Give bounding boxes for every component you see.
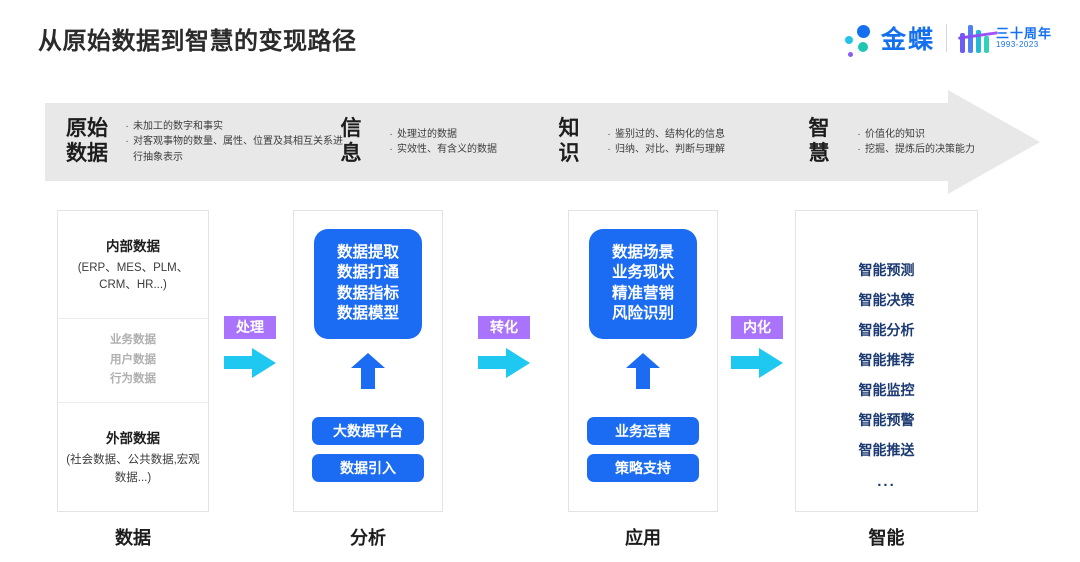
banner-body	[45, 103, 948, 181]
list-item: 行为数据	[110, 373, 156, 386]
connector-label: 转化	[478, 316, 530, 339]
list-item: 业务数据	[110, 333, 156, 346]
segment-title: 智 慧	[808, 117, 830, 165]
list-item: 智能推荐	[858, 352, 915, 368]
right-arrow-icon	[731, 348, 787, 378]
brand-name: 金蝶	[880, 26, 935, 54]
external-data-subtitle: (社会数据、公共数据,宏观数据...)	[66, 454, 200, 484]
box-line: 业务现状	[611, 264, 674, 282]
bullet-marker: ·	[389, 128, 393, 140]
kingdee-dots-icon	[843, 22, 877, 57]
connector-label: 内化	[731, 316, 783, 339]
box-line: 数据模型	[336, 305, 399, 323]
list-item: 智能推送	[858, 442, 915, 458]
banner-arrowhead-icon	[948, 90, 1040, 194]
list-item: 智能分析	[858, 322, 915, 338]
internal-data-title: 内部数据	[106, 238, 160, 254]
up-arrow-icon	[349, 352, 387, 389]
box-line: 数据场景	[611, 244, 674, 261]
bullet-marker: ·	[125, 120, 129, 132]
analysis-pill-platform[interactable]: 大数据平台	[312, 416, 424, 445]
segment-bullet: 未加工的数字和事实	[133, 120, 223, 132]
brand-logo: 金蝶 三十周年 1993-2023	[843, 20, 1052, 57]
card-intelligence: 智能预测 智能决策 智能分析 智能推荐 智能监控 智能预警 智能推送 ...	[795, 210, 978, 512]
anniversary-badge: 三十周年 1993-2023	[957, 23, 1052, 53]
connector-processing: 处理	[224, 316, 284, 378]
bottom-label-analysis: 分析	[350, 528, 386, 548]
box-line: 数据打通	[336, 264, 399, 282]
brand-divider	[945, 24, 947, 52]
card-data-middle-section: 业务数据 用户数据 行为数据	[58, 319, 208, 403]
segment-bullet: 价值化的知识	[865, 128, 925, 140]
connector-transformation: 转化	[478, 316, 538, 378]
right-arrow-icon	[478, 348, 534, 378]
segment-bullet: 实效性、有含义的数据	[397, 144, 497, 155]
segment-bullet: 归纳、对比、判断与理解	[615, 144, 725, 155]
bottom-label-intelligence: 智能	[868, 528, 905, 548]
segment-bullet: 鉴别过的、结构化的信息	[615, 128, 725, 140]
banner-segment-raw-data: 原始 数据 · 未加工的数字和事实 · 对客观事物的数量、属性、位置及其相互关系…	[63, 103, 348, 181]
box-line: 风险识别	[611, 305, 674, 323]
card-analysis: 数据提取 数据打通 数据指标 数据模型 大数据平台 数据引入	[293, 210, 443, 512]
application-main-box: 数据场景 业务现状 精准营销 风险识别	[589, 229, 697, 339]
connector-label: 处理	[224, 316, 276, 339]
connector-internalization: 内化	[731, 316, 791, 378]
segment-bullet: 处理过的数据	[397, 128, 457, 140]
segment-title: 信 息	[340, 117, 362, 165]
analysis-main-box: 数据提取 数据打通 数据指标 数据模型	[314, 229, 422, 339]
card-data-internal-section: 内部数据 (ERP、MES、PLM、CRM、HR...)	[58, 211, 208, 319]
list-item: 智能监控	[858, 382, 915, 398]
bullet-marker: ·	[125, 136, 129, 148]
list-item: 智能决策	[858, 292, 915, 308]
list-item: 智能预警	[858, 412, 915, 428]
anniversary-title: 三十周年	[995, 25, 1052, 41]
banner-segment-information: 信 息 · 处理过的数据 · 实效性、有含义的数据	[327, 103, 498, 181]
anniversary-years: 1993-2023	[995, 39, 1039, 49]
page-title: 从原始数据到智慧的变现路径	[38, 28, 357, 55]
analysis-pill-ingest[interactable]: 数据引入	[312, 453, 424, 482]
internal-data-subtitle: (ERP、MES、PLM、CRM、HR...)	[77, 261, 189, 291]
bullet-marker: ·	[607, 128, 611, 140]
card-data: 内部数据 (ERP、MES、PLM、CRM、HR...) 业务数据 用户数据 行…	[57, 210, 209, 512]
external-data-title: 外部数据	[106, 431, 160, 447]
segment-bullet: 对客观事物的数量、属性、位置及其相互关系进行抽象表示	[133, 136, 343, 163]
segment-bullet: 挖掘、提炼后的决策能力	[865, 144, 975, 155]
banner-segment-knowledge: 知 识 · 鉴别过的、结构化的信息 · 归纳、对比、判断与理解	[545, 103, 726, 181]
bullet-marker: ·	[389, 144, 393, 155]
list-item: 用户数据	[110, 353, 156, 366]
card-data-external-section: 外部数据 (社会数据、公共数据,宏观数据...)	[58, 403, 208, 511]
banner-segment-wisdom: 智 慧 · 价值化的知识 · 挖掘、提炼后的决策能力	[795, 103, 976, 181]
box-line: 数据指标	[336, 284, 399, 302]
application-pill-operations[interactable]: 业务运营	[587, 416, 699, 445]
card-application: 数据场景 业务现状 精准营销 风险识别 业务运营 策略支持	[568, 210, 718, 512]
bullet-marker: ·	[857, 144, 861, 155]
ellipsis: ...	[877, 473, 896, 490]
box-line: 数据提取	[336, 244, 399, 261]
right-arrow-icon	[224, 348, 280, 378]
segment-title: 知 识	[558, 117, 580, 165]
segment-title: 原始 数据	[66, 117, 108, 165]
bottom-label-data: 数据	[115, 528, 151, 548]
anniversary-mark-icon	[957, 23, 998, 53]
up-arrow-icon	[624, 352, 662, 389]
bullet-marker: ·	[607, 144, 611, 155]
list-item: 智能预测	[858, 262, 915, 278]
application-pill-strategy[interactable]: 策略支持	[587, 453, 699, 482]
dikw-banner: 原始 数据 · 未加工的数字和事实 · 对客观事物的数量、属性、位置及其相互关系…	[45, 90, 1040, 194]
box-line: 精准营销	[611, 284, 674, 302]
bullet-marker: ·	[857, 128, 861, 140]
bottom-label-application: 应用	[625, 528, 661, 548]
